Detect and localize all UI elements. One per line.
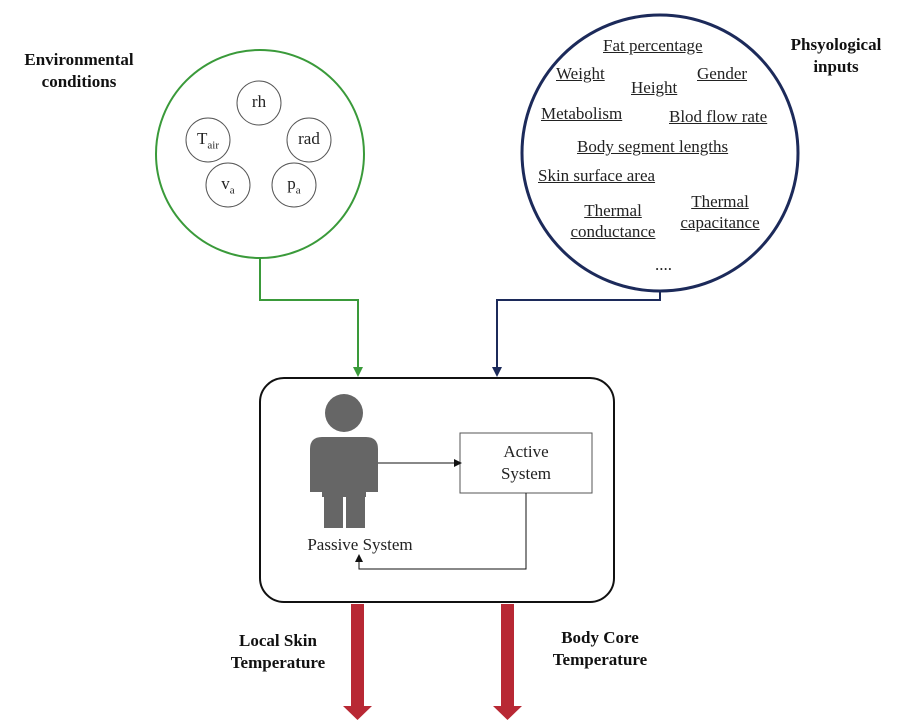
rh-label: rh — [251, 92, 267, 111]
metabolism-label: Metabolism — [541, 104, 623, 123]
active-system-label: Active System — [500, 442, 552, 483]
blood-flow-rate-label: Blod flow rate — [669, 107, 768, 126]
active-system-box — [459, 432, 593, 494]
fat-percentage-label: Fat percentage — [603, 36, 703, 55]
body-segment-lengths-label: Body segment lengths — [577, 137, 729, 156]
tair-label: Tair — [197, 129, 219, 152]
rad-label: rad — [298, 129, 320, 148]
rad-circle — [286, 117, 332, 163]
feedback-arrow — [355, 493, 527, 570]
passive-system-label: Passive System — [307, 535, 413, 554]
rh-circle — [236, 80, 282, 126]
environmental-arrow — [259, 258, 363, 377]
gender-label: Gender — [697, 64, 748, 83]
pa-label: pa — [287, 174, 301, 197]
va-label: va — [221, 174, 235, 197]
pa-circle — [271, 162, 317, 208]
physiological-arrow — [492, 291, 661, 377]
thermal-conductance-label: Thermal conductance — [570, 201, 656, 241]
height-label: Height — [631, 78, 678, 97]
weight-label: Weight — [556, 64, 605, 83]
more-inputs-ellipsis: .... — [655, 255, 672, 274]
tair-circle — [185, 117, 231, 163]
person-icon — [310, 394, 378, 528]
local-skin-output-arrow — [343, 604, 372, 720]
body-core-temperature-label: Body Core Temperature — [552, 628, 648, 669]
local-skin-temperature-label: Local Skin Temperature — [230, 631, 326, 672]
va-circle — [205, 162, 251, 208]
environmental-conditions-label: Environmental conditions — [24, 50, 134, 91]
body-core-output-arrow — [493, 604, 522, 720]
skin-surface-area-label: Skin surface area — [538, 166, 656, 185]
physiological-inputs-label: Phsyological inputs — [790, 35, 882, 76]
thermal-capacitance-label: Thermal capacitance — [680, 192, 760, 232]
